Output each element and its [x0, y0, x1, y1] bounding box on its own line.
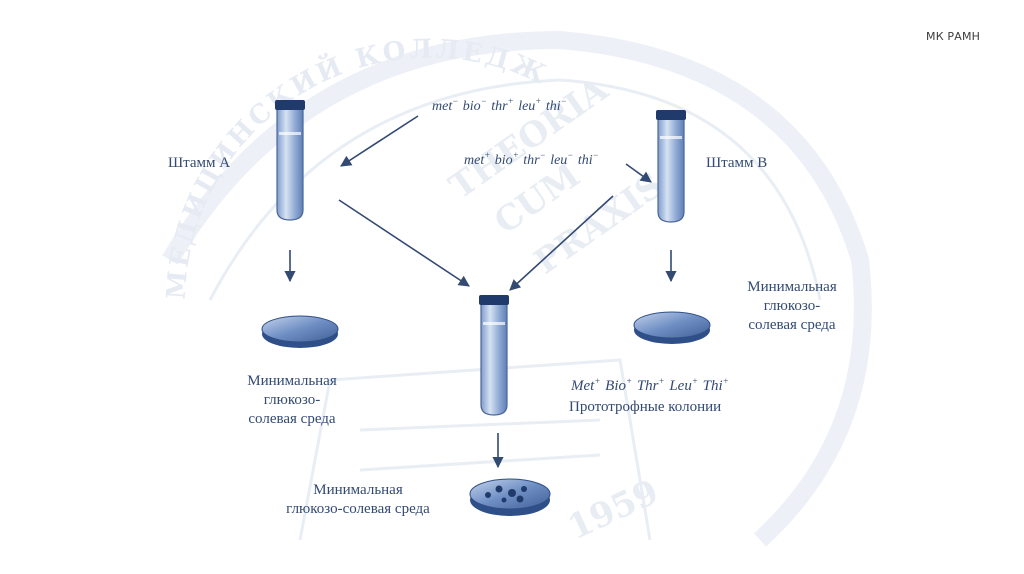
medium-right-label: Минимальная глюкозо- солевая среда	[747, 279, 837, 333]
gene-leu: leu	[518, 99, 536, 114]
genotype-strain-a: met− bio− thr+ leu+ thi−	[432, 96, 567, 114]
test-tube-strain-a	[275, 100, 305, 221]
gene-met: met	[464, 153, 485, 168]
arrow-genotype-to-strain-b	[625, 163, 652, 183]
gene-thi: thi	[545, 99, 561, 114]
prototroph-colonies-label: Прототрофные колонии	[569, 399, 722, 415]
arrow-strain-b-to-mix	[509, 195, 614, 291]
gene-met: met	[432, 99, 453, 114]
arrow-genotype-to-strain-a	[340, 115, 419, 167]
gene-thi: thi	[577, 153, 593, 168]
strain-b-label: Штамм В	[706, 155, 768, 171]
brand-label: МК РАМН	[926, 30, 981, 43]
petri-dish-colonies	[469, 478, 551, 516]
gene-bio: bio	[462, 99, 481, 114]
gene-bio: bio	[494, 153, 513, 168]
test-tube-mixed	[479, 295, 509, 416]
petri-dish-right	[633, 311, 711, 344]
medium-left-label: Минимальная глюкозо- солевая среда	[247, 373, 337, 427]
medium-bottom-label: Минимальная глюкозо-солевая среда	[286, 482, 430, 517]
prototroph-genotype: Met+ Bio+ Thr+ Leu+ Thi+	[571, 376, 729, 394]
genotype-strain-b: met+ bio+ thr− leu− thi−	[464, 150, 599, 168]
gene-thr: thr	[491, 99, 508, 114]
gene-thr: thr	[523, 153, 540, 168]
strain-a-label: Штамм А	[168, 155, 231, 171]
colony-spots	[485, 485, 527, 503]
arrow-strain-a-to-mix	[338, 199, 470, 287]
petri-dish-left	[261, 315, 339, 348]
test-tube-strain-b	[656, 110, 686, 223]
gene-leu: leu	[550, 153, 568, 168]
